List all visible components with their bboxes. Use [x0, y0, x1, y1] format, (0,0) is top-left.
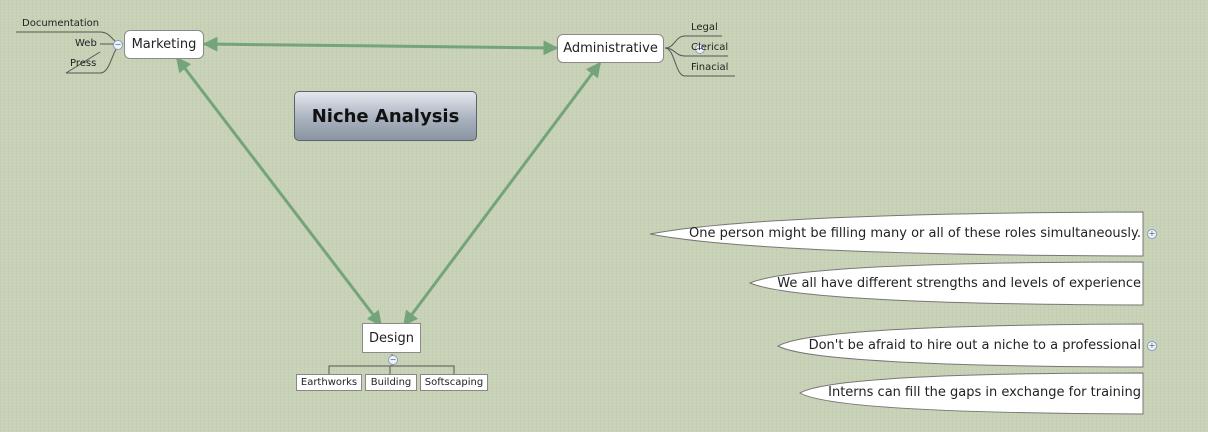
design-child-building[interactable]: Building — [365, 374, 417, 391]
central-topic-title[interactable]: Niche Analysis — [294, 91, 477, 141]
note-callout-4[interactable] — [798, 372, 1144, 415]
administrative-collapse-minus-icon[interactable]: − — [695, 44, 705, 54]
design-child-earthworks[interactable]: Earthworks — [296, 374, 362, 391]
marketing-collapse-minus-icon[interactable]: − — [113, 40, 123, 50]
marketing-child-press[interactable]: Press — [70, 58, 97, 69]
note-text-2: We all have different strengths and leve… — [777, 276, 1141, 291]
design-node[interactable]: Design — [362, 323, 421, 353]
link-administrative-design[interactable] — [402, 61, 602, 327]
administrative-child-finacial[interactable]: Finacial — [691, 62, 729, 73]
marketing-node[interactable]: Marketing — [124, 30, 204, 59]
note-text-1: One person might be filling many or all … — [689, 226, 1141, 241]
design-child-softscaping[interactable]: Softscaping — [420, 374, 488, 391]
administrative-child-clerical[interactable]: Clerical — [691, 42, 729, 53]
note-callout-3[interactable] — [776, 323, 1144, 368]
note-1-expand-plus-icon[interactable]: + — [1147, 229, 1157, 239]
marketing-child-web[interactable]: Web — [75, 38, 97, 49]
note-callout-1[interactable] — [649, 211, 1144, 257]
administrative-branches — [664, 35, 735, 77]
link-marketing-design[interactable] — [175, 56, 383, 327]
link-marketing-administrative[interactable] — [202, 36, 559, 56]
note-text-4: Interns can fill the gaps in exchange fo… — [828, 385, 1141, 400]
marketing-child-documentation[interactable]: Documentation — [22, 18, 100, 29]
note-callout-2[interactable] — [748, 261, 1144, 306]
administrative-child-legal[interactable]: Legal — [691, 22, 718, 33]
design-collapse-minus-icon[interactable]: − — [388, 355, 398, 365]
note-text-3: Don't be afraid to hire out a niche to a… — [808, 338, 1141, 353]
administrative-node[interactable]: Administrative — [557, 34, 664, 63]
note-3-expand-plus-icon[interactable]: + — [1147, 341, 1157, 351]
